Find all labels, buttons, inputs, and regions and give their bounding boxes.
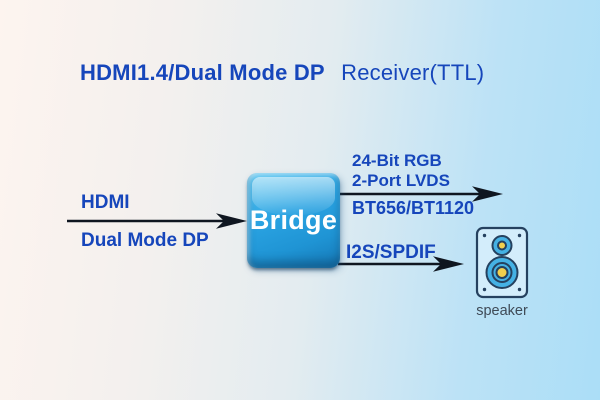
input-label-dual-mode-dp: Dual Mode DP xyxy=(81,230,209,251)
bridge-label: Bridge xyxy=(249,205,338,235)
title-suffix: Receiver(TTL) xyxy=(341,60,485,85)
speaker-caption: speaker xyxy=(476,303,528,319)
bridge-chip: Bridge xyxy=(247,173,340,268)
title-main: HDMI1.4/Dual Mode DP xyxy=(80,60,325,85)
speaker-icon xyxy=(475,226,529,299)
input-label-hdmi: HDMI xyxy=(81,192,130,213)
diagram-title: HDMI1.4/Dual Mode DP Receiver(TTL) xyxy=(80,60,484,86)
input-arrow xyxy=(67,213,247,229)
output-label-i2s-spdif: I2S/SPDIF xyxy=(346,242,436,263)
output-label-24bit-rgb: 24-Bit RGB xyxy=(352,151,442,170)
output-label-2port-lvds: 2-Port LVDS xyxy=(352,171,450,190)
output-label-bt656-bt1120: BT656/BT1120 xyxy=(352,198,475,218)
